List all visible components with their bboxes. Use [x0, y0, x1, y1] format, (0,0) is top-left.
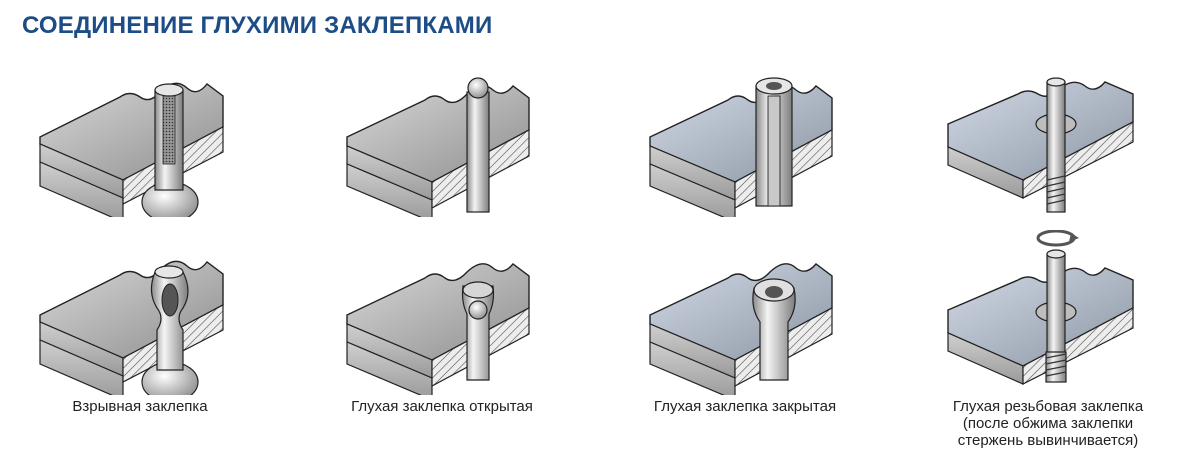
open-blind-rivet-before-illustration [346, 77, 530, 217]
open-blind-rivet-after-illustration [346, 263, 530, 395]
explosive-rivet-before-illustration [39, 82, 224, 217]
caption-line: стержень вывинчивается) [957, 432, 1139, 449]
page-title: СОЕДИНЕНИЕ ГЛУХИМИ ЗАКЛЕПКАМИ [22, 12, 493, 39]
closed-blind-rivet-before-illustration [649, 77, 833, 217]
threaded-blind-rivet-after-illustration [947, 230, 1134, 385]
figure-caption: Глухая заклепка открытая [351, 398, 533, 415]
closed-blind-rivet-after-illustration [649, 263, 833, 395]
figure-caption-multiline: Глухая резьбовая заклепка (после обжима … [923, 398, 1173, 449]
explosive-rivet-after-illustration [39, 260, 224, 395]
figure-caption: Глухая заклепка закрытая [653, 398, 837, 415]
figure-open-blind-rivet: Глухая заклепка открытая [317, 52, 567, 458]
caption-line: (после обжима заклепки [962, 415, 1134, 432]
figure-closed-blind-rivet: Глухая заклепка закрытая [620, 52, 870, 458]
figure-explosive-rivet: Взрывная заклепка [15, 52, 265, 458]
figure-caption: Взрывная заклепка [72, 398, 208, 415]
rotate-arrow-icon [1036, 230, 1079, 247]
caption-line: Глухая резьбовая заклепка [952, 398, 1144, 415]
figure-threaded-blind-rivet: Глухая резьбовая заклепка (после обжима … [923, 52, 1173, 458]
threaded-blind-rivet-before-illustration [947, 77, 1134, 213]
